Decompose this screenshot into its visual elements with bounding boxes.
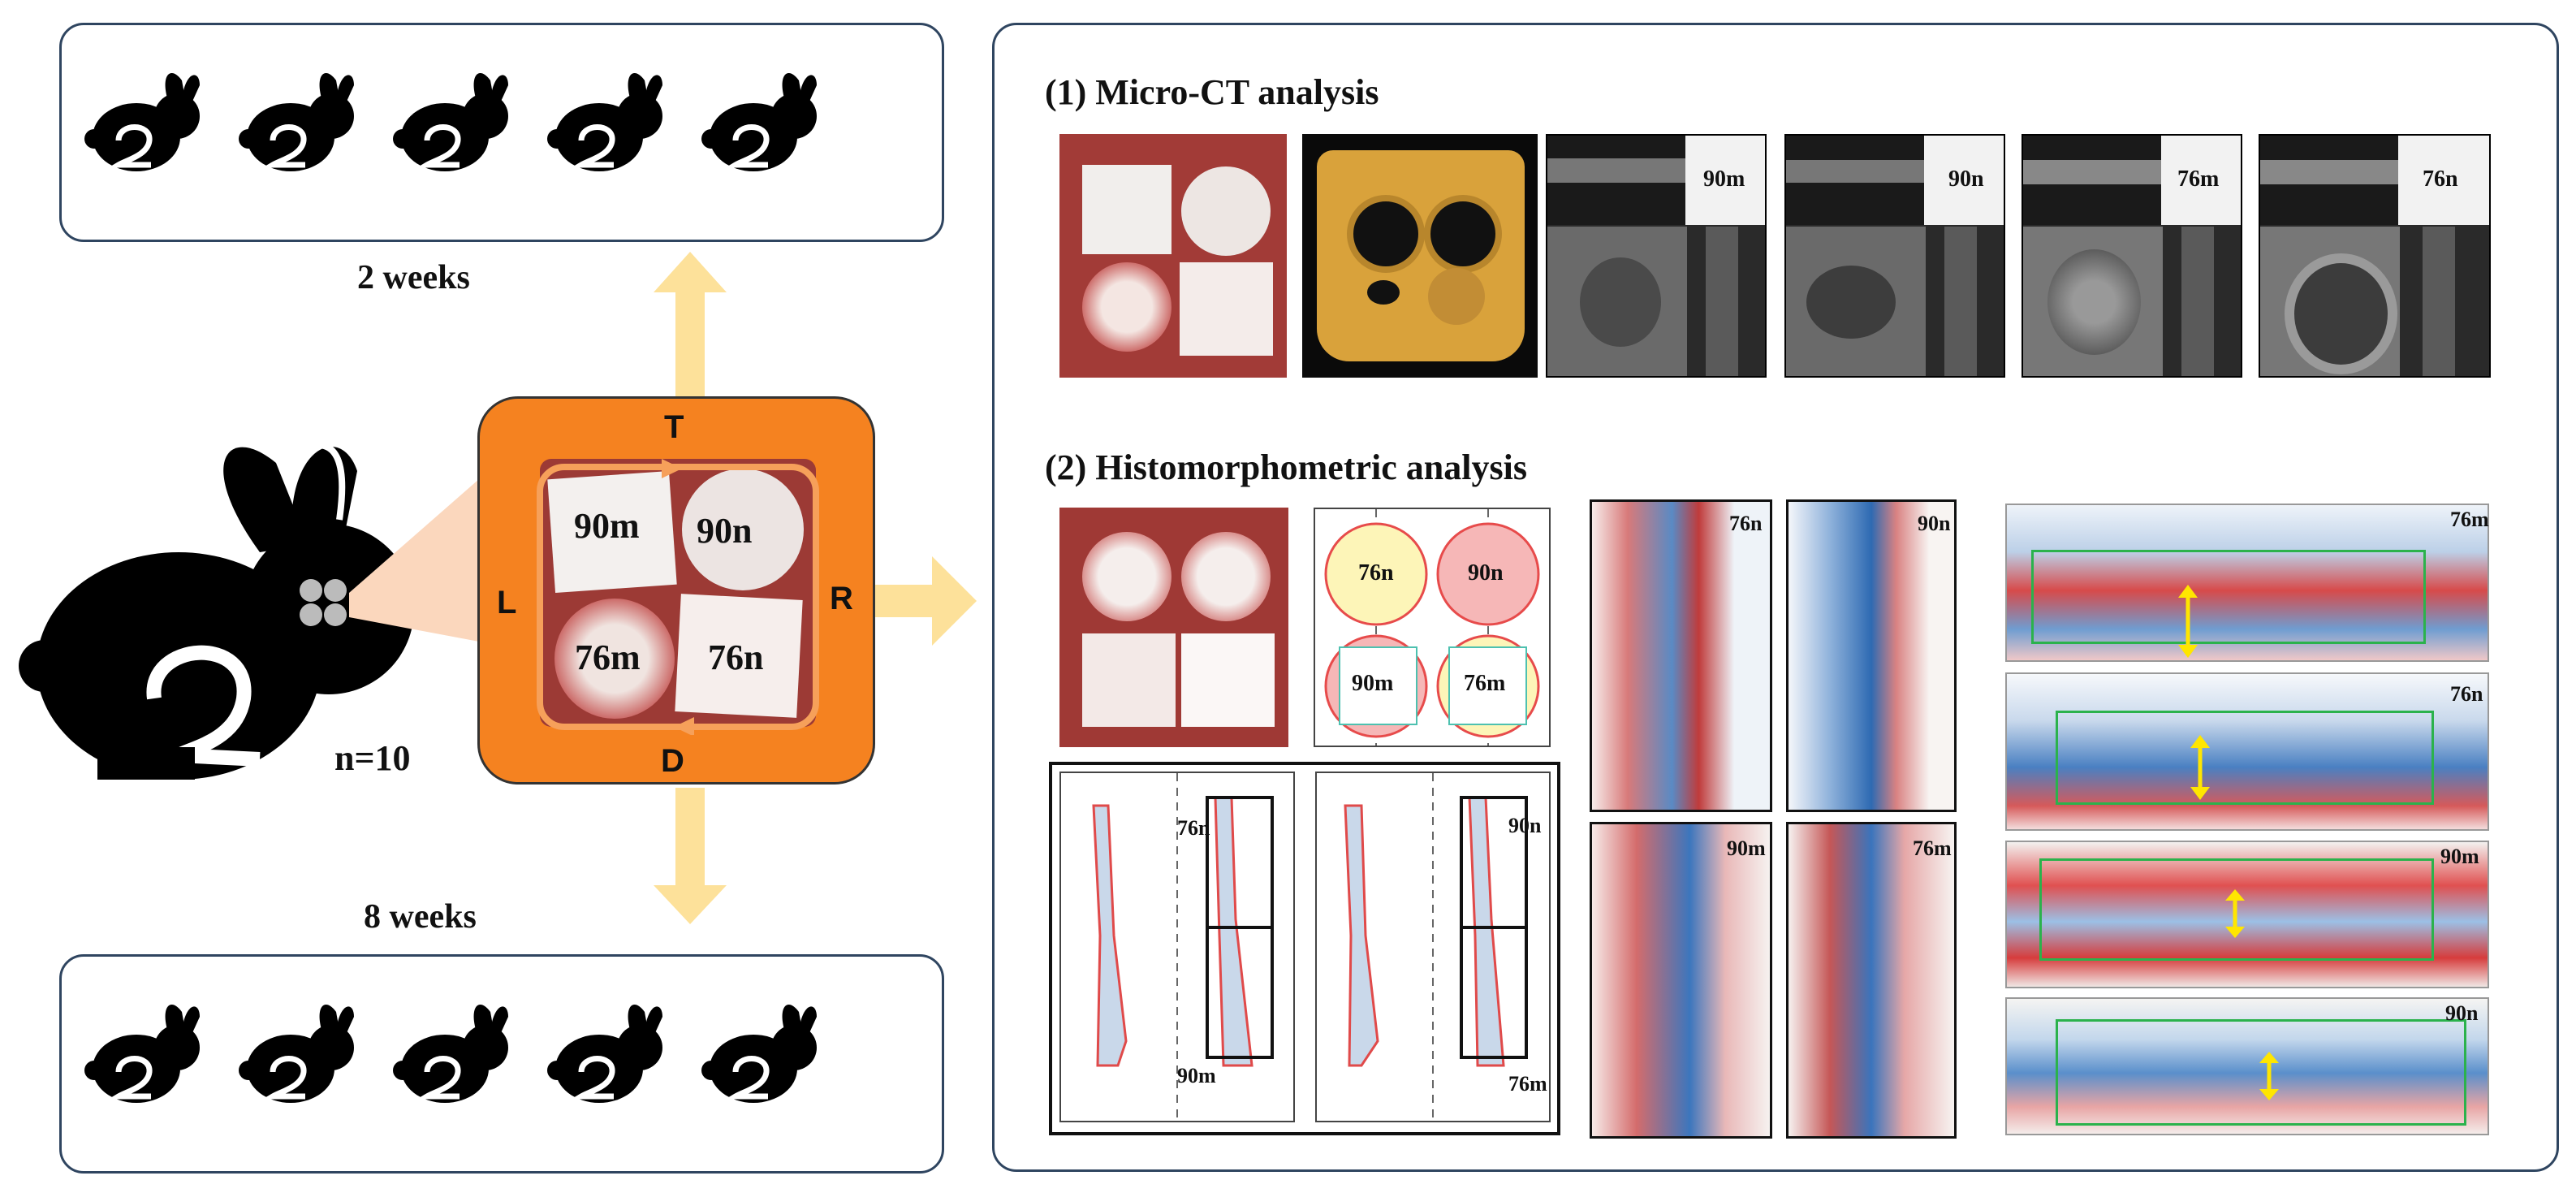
- histo-tall-panel: [1786, 822, 1957, 1139]
- strip-label-76m: 76m: [1508, 1072, 1547, 1096]
- histo-wide-label-90n: 90n: [2445, 1001, 2479, 1025]
- microct-label-90n: 90n: [1948, 166, 1984, 192]
- microct-slice-panel: [2259, 134, 2491, 378]
- strip-label-76n: 76n: [1177, 816, 1210, 840]
- rabbit-icon: [393, 1005, 508, 1103]
- histo-tall-label-76m: 76m: [1913, 836, 1952, 860]
- histo-wide-panel: [2005, 504, 2489, 662]
- microct-slice-panel: [1546, 134, 1767, 378]
- measure-arrow-icon: [2225, 889, 2245, 938]
- circle-label-76n: 76n: [1358, 560, 1394, 586]
- measure-arrow-icon: [2190, 735, 2210, 800]
- timepoint-2-weeks: 2 weeks: [357, 259, 470, 296]
- histo-wide-panel: [2005, 997, 2489, 1135]
- rotation-arrows: [537, 459, 819, 735]
- defect-sites-icon: [300, 579, 347, 626]
- rabbit-icon: [393, 73, 508, 171]
- rabbit-icon: [701, 73, 817, 171]
- circle-90n: [1436, 522, 1540, 626]
- top-group-panel: [59, 23, 944, 242]
- rabbit-large-icon: [19, 442, 414, 780]
- arrow-up-icon: [654, 252, 727, 414]
- measure-arrow-icon: [2178, 585, 2198, 658]
- microct-surgical-photo: [1059, 134, 1287, 378]
- section-strip-panel-left: [1059, 772, 1295, 1122]
- rabbit-icon: [547, 73, 662, 171]
- rabbit-icon: [701, 1005, 817, 1103]
- defect-label-76m: 76m: [575, 638, 641, 677]
- orientation-top: T: [664, 409, 684, 445]
- microct-slice-panel: [1784, 134, 2005, 378]
- defect-photo: [540, 459, 816, 727]
- circle-label-90n: 90n: [1468, 560, 1504, 586]
- rabbit-row-top: [62, 25, 947, 244]
- orientation-left: L: [497, 585, 517, 620]
- circle-label-76m: 76m: [1464, 671, 1506, 696]
- microct-label-90m: 90m: [1703, 166, 1745, 192]
- section-plan-diagram: [1314, 508, 1551, 747]
- histo-wide-label-76n: 76n: [2450, 682, 2483, 706]
- rabbit-icon: [239, 73, 354, 171]
- histo-tall-label-76n: 76n: [1729, 512, 1763, 535]
- rabbit-icon: [547, 1005, 662, 1103]
- histo-wide-panel: [2005, 841, 2489, 988]
- histo-tall-panel: [1590, 499, 1772, 812]
- histo-tall-label-90m: 90m: [1727, 836, 1766, 860]
- microct-3d-render: [1302, 134, 1538, 378]
- section-strip-panel-right: [1315, 772, 1551, 1122]
- defect-label-90n: 90n: [697, 511, 753, 551]
- timepoint-8-weeks: 8 weeks: [364, 898, 477, 936]
- projection-wedge: [349, 479, 479, 642]
- sample-size: n=10: [334, 738, 411, 778]
- histo-tall-panel: [1786, 499, 1957, 812]
- arrow-down-icon: [654, 788, 727, 924]
- histo-wide-label-76m: 76m: [2450, 508, 2489, 531]
- histo-surgical-photo: [1059, 508, 1288, 747]
- rabbit-icon: [84, 73, 200, 171]
- section-microct-title: (1) Micro-CT analysis: [1045, 72, 1379, 112]
- circle-76n: [1324, 522, 1428, 626]
- strip-label-90n: 90n: [1508, 814, 1542, 837]
- measure-arrow-icon: [2259, 1052, 2279, 1100]
- arrow-right-icon: [875, 556, 977, 646]
- circle-label-90m: 90m: [1352, 671, 1394, 696]
- bottom-group-panel: [59, 954, 944, 1174]
- defect-label-90m: 90m: [574, 506, 640, 546]
- rabbit-row-bottom: [62, 957, 947, 1176]
- histo-tall-panel: [1590, 822, 1772, 1139]
- defect-label-76n: 76n: [708, 638, 764, 677]
- orientation-bottom: D: [661, 743, 684, 779]
- histo-wide-label-90m: 90m: [2440, 845, 2479, 868]
- microct-label-76m: 76m: [2177, 166, 2220, 192]
- orientation-right: R: [830, 581, 853, 616]
- microct-slice-panel: [2022, 134, 2242, 378]
- histo-tall-label-90n: 90n: [1918, 512, 1951, 535]
- rabbit-icon: [239, 1005, 354, 1103]
- microct-label-76n: 76n: [2423, 166, 2458, 192]
- rabbit-icon: [84, 1005, 200, 1103]
- section-histo-title: (2) Histomorphometric analysis: [1045, 447, 1527, 487]
- histo-wide-panel: [2005, 672, 2489, 831]
- strip-label-90m: 90m: [1177, 1064, 1216, 1087]
